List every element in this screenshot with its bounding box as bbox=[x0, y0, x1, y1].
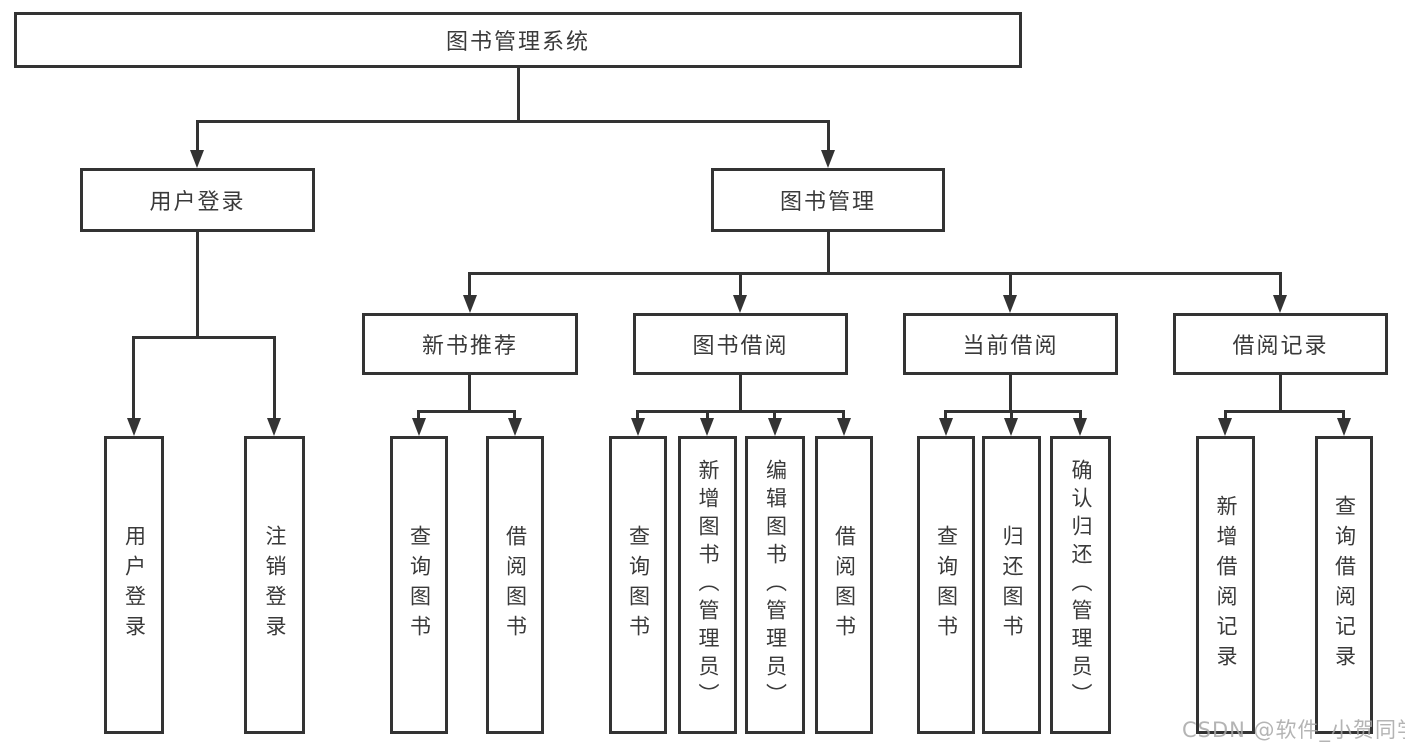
leaf-confirm-return-admin-label: 确认归还（管理员） bbox=[1069, 459, 1093, 711]
node-user-login-label: 用户登录 bbox=[149, 190, 246, 215]
connector-borrowing-stem bbox=[739, 373, 742, 412]
leaf-query-books-label: 查询图书 bbox=[407, 525, 432, 645]
node-current-borrowing: 当前借阅 bbox=[903, 313, 1118, 375]
arrowhead-leaf-logout bbox=[267, 418, 281, 436]
node-book-management-label: 图书管理 bbox=[779, 190, 876, 215]
arrowhead-borrowing bbox=[733, 295, 747, 313]
node-new-book-recommend: 新书推荐 bbox=[362, 313, 578, 375]
connector-level2-branch bbox=[196, 120, 830, 123]
node-book-management: 图书管理 bbox=[711, 168, 945, 232]
leaf-return-books-label: 归还图书 bbox=[1000, 525, 1024, 645]
connector-new-books-stem bbox=[468, 373, 471, 412]
leaf-add-borrow-record-label: 新增借阅记录 bbox=[1214, 495, 1238, 675]
arrowhead bbox=[837, 418, 851, 436]
connector-drop bbox=[1079, 410, 1082, 420]
connector-records-branch bbox=[1224, 410, 1345, 413]
arrowhead bbox=[1337, 418, 1351, 436]
arrowhead bbox=[1073, 418, 1087, 436]
node-book-borrowing: 图书借阅 bbox=[633, 313, 848, 375]
connector-drop bbox=[773, 410, 776, 420]
connector-drop bbox=[636, 410, 639, 420]
node-user-login: 用户登录 bbox=[80, 168, 315, 232]
arrowhead-current bbox=[1003, 295, 1017, 313]
arrowhead bbox=[508, 418, 522, 436]
connector-drop bbox=[706, 410, 709, 420]
leaf-borrow-books-borrowing: 借阅图书 bbox=[815, 436, 873, 734]
arrowhead bbox=[412, 418, 426, 436]
arrowhead bbox=[1218, 418, 1232, 436]
connector-drop bbox=[1224, 410, 1227, 420]
connector-current-stem bbox=[1009, 373, 1012, 412]
csdn-watermark: CSDN @软件_小贺同学 bbox=[1182, 718, 1405, 742]
connector-new-books-branch bbox=[417, 410, 516, 413]
arrowhead-records bbox=[1273, 295, 1287, 313]
node-root-label: 图书管理系统 bbox=[445, 30, 590, 55]
leaf-borrow-books-newbooks: 借阅图书 bbox=[486, 436, 544, 734]
connector-drop-leaf-login bbox=[132, 336, 135, 420]
connector-drop-borrowing bbox=[739, 272, 742, 297]
arrowhead-leaf-login bbox=[127, 418, 141, 436]
leaf-query-books-label: 查询图书 bbox=[934, 525, 959, 645]
leaf-query-books-borrowing: 查询图书 bbox=[609, 436, 667, 734]
connector-drop bbox=[944, 410, 947, 420]
connector-drop bbox=[842, 410, 845, 420]
leaf-user-login-label: 用户登录 bbox=[122, 525, 147, 645]
arrowhead bbox=[700, 418, 714, 436]
leaf-query-books-newbooks: 查询图书 bbox=[390, 436, 448, 734]
node-root: 图书管理系统 bbox=[14, 12, 1022, 68]
arrowhead bbox=[631, 418, 645, 436]
leaf-confirm-return-admin: 确认归还（管理员） bbox=[1050, 436, 1111, 734]
node-new-book-recommend-label: 新书推荐 bbox=[421, 334, 518, 359]
leaf-edit-books-admin-label: 编辑图书（管理员） bbox=[763, 459, 788, 711]
leaf-add-books-admin-label: 新增图书（管理员） bbox=[696, 459, 720, 711]
connector-level3-branch bbox=[468, 272, 1282, 275]
leaf-query-borrow-record-label: 查询借阅记录 bbox=[1332, 495, 1357, 675]
connector-drop-book-mgmt bbox=[827, 120, 830, 152]
connector-drop bbox=[1010, 410, 1013, 420]
connector-user-login-branch bbox=[132, 336, 276, 339]
node-current-borrowing-label: 当前借阅 bbox=[962, 334, 1059, 359]
connector-drop-records bbox=[1279, 272, 1282, 297]
leaf-borrow-books-label: 借阅图书 bbox=[503, 525, 528, 645]
connector-records-stem bbox=[1279, 373, 1282, 412]
connector-root-stem bbox=[517, 66, 520, 122]
arrowhead-user-login bbox=[190, 150, 204, 168]
leaf-return-books: 归还图书 bbox=[982, 436, 1041, 734]
connector-borrowing-branch bbox=[636, 410, 845, 413]
connector-drop bbox=[1342, 410, 1345, 420]
connector-drop-user-login bbox=[196, 120, 199, 152]
arrowhead-new-books bbox=[463, 295, 477, 313]
node-borrowing-records: 借阅记录 bbox=[1173, 313, 1388, 375]
connector-drop bbox=[417, 410, 420, 420]
connector-drop-current bbox=[1009, 272, 1012, 297]
arrowhead bbox=[768, 418, 782, 436]
leaf-borrow-books-label: 借阅图书 bbox=[832, 525, 857, 645]
leaf-logout: 注销登录 bbox=[244, 436, 305, 734]
arrowhead-book-mgmt bbox=[821, 150, 835, 168]
leaf-query-books-label: 查询图书 bbox=[626, 525, 651, 645]
leaf-query-borrow-record: 查询借阅记录 bbox=[1315, 436, 1373, 734]
node-book-borrowing-label: 图书借阅 bbox=[692, 334, 789, 359]
arrowhead bbox=[1004, 418, 1018, 436]
connector-drop bbox=[513, 410, 516, 420]
connector-current-branch bbox=[944, 410, 1082, 413]
arrowhead bbox=[939, 418, 953, 436]
connector-drop-leaf-logout bbox=[273, 336, 276, 420]
leaf-add-books-admin: 新增图书（管理员） bbox=[678, 436, 737, 734]
node-borrowing-records-label: 借阅记录 bbox=[1232, 334, 1329, 359]
leaf-query-books-current: 查询图书 bbox=[917, 436, 975, 734]
leaf-edit-books-admin: 编辑图书（管理员） bbox=[745, 436, 805, 734]
leaf-logout-label: 注销登录 bbox=[263, 525, 287, 645]
connector-book-mgmt-stem bbox=[827, 230, 830, 274]
leaf-user-login: 用户登录 bbox=[104, 436, 164, 734]
connector-drop-new-books bbox=[468, 272, 471, 297]
connector-user-login-stem bbox=[196, 230, 199, 338]
leaf-add-borrow-record: 新增借阅记录 bbox=[1196, 436, 1255, 734]
